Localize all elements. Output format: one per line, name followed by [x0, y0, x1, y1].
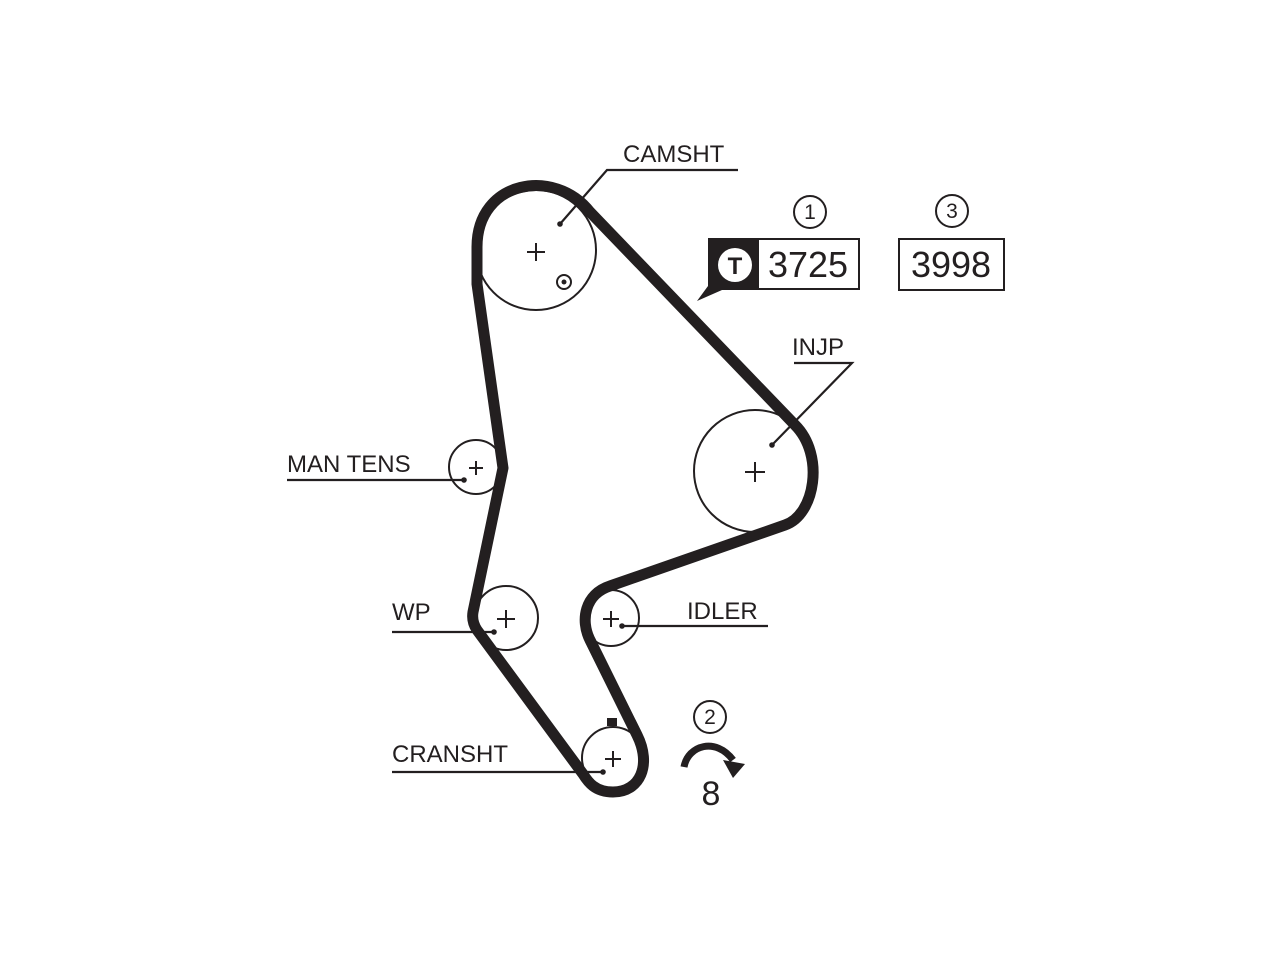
rotation-turns: 8 [702, 775, 721, 813]
label-camshaft: CAMSHT [623, 141, 725, 168]
camshaft-leader [559, 168, 738, 225]
tool-callout: T 3725 [697, 238, 860, 301]
step-2-number: 2 [704, 706, 716, 729]
leader-lines [287, 168, 855, 775]
tension-tool-glyph: T [728, 253, 743, 280]
clockwise-arrow-icon [680, 742, 745, 778]
step-1-marker: 1 [793, 195, 827, 229]
step-2-marker: 2 [693, 700, 727, 734]
crank-timing-mark [607, 718, 617, 726]
timing-belt [467, 180, 819, 798]
label-water-pump: WP [392, 599, 431, 626]
kit-part-number: 3998 [911, 244, 991, 285]
label-manual-tensioner: MAN TENS [287, 451, 411, 478]
tension-tool-icon [718, 248, 752, 282]
label-idler: IDLER [687, 598, 758, 625]
label-crankshaft: CRANSHT [392, 741, 508, 768]
step-3-number: 3 [946, 200, 958, 223]
step-3-marker: 3 [935, 194, 969, 228]
water-pump-pulley [473, 585, 539, 651]
step-1-number: 1 [804, 201, 816, 224]
label-injection-pump: INJP [792, 334, 844, 361]
timing-mark-icon [556, 274, 572, 290]
kit-reference-box: 3998 [898, 238, 1005, 291]
injp-leader [771, 361, 855, 446]
tool-part-number: 3725 [768, 244, 848, 285]
